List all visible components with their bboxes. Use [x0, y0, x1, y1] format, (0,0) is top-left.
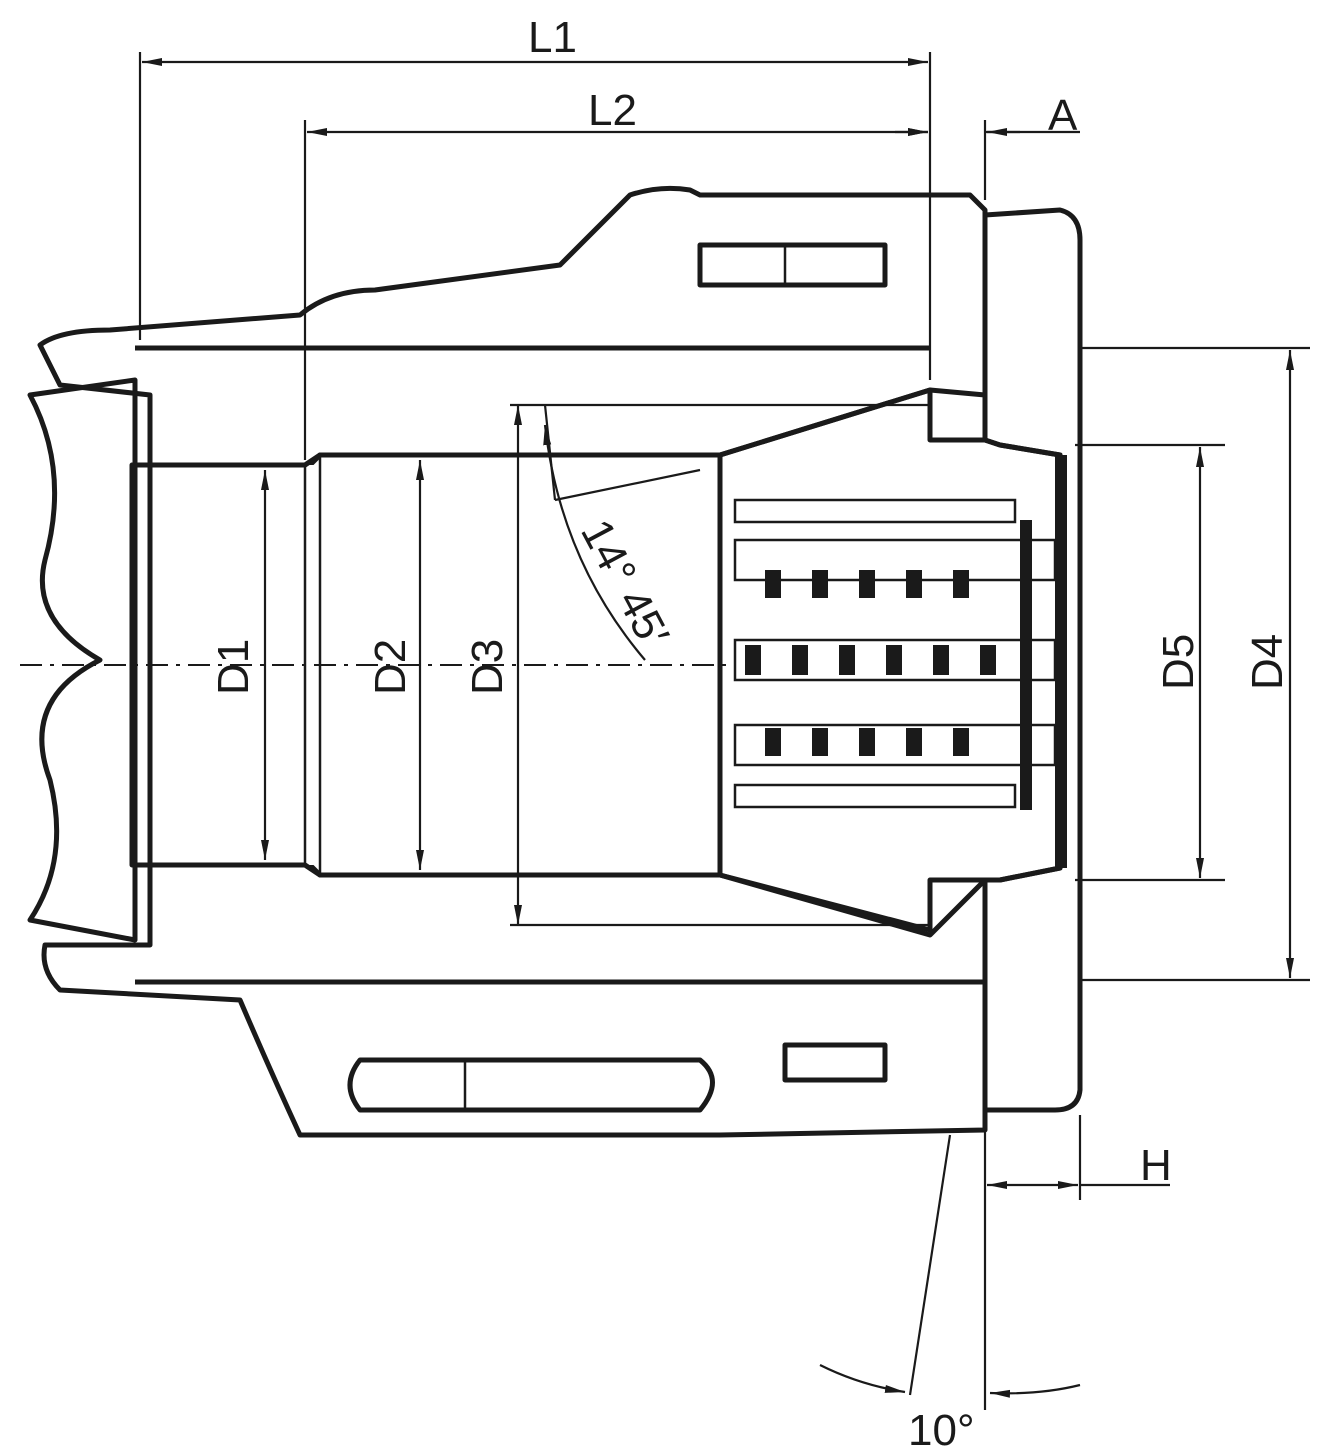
- label-d1: D1: [209, 639, 258, 695]
- body-upper: [37, 185, 988, 468]
- angle-arc-cone: [543, 424, 646, 661]
- angle-arc-face: [819, 1364, 906, 1394]
- dimensions: [138, 52, 1310, 1410]
- label-a: A: [1048, 91, 1078, 140]
- label-d2: D2: [366, 639, 415, 695]
- pin-slot-upper: [697, 242, 888, 288]
- collet-teeth: [745, 520, 1032, 810]
- label-angle-face: 10°: [908, 1406, 975, 1449]
- pin-slot-lower: [782, 1042, 888, 1083]
- body-lower: [41, 862, 988, 1138]
- label-h: H: [1140, 1141, 1172, 1190]
- label-l2: L2: [588, 86, 637, 135]
- collet-chuck-section: [20, 185, 1083, 1138]
- front-seal: [1055, 455, 1067, 868]
- label-l1: L1: [528, 13, 577, 62]
- label-d3: D3: [463, 639, 512, 695]
- label-d4: D4: [1243, 634, 1292, 690]
- label-d5: D5: [1154, 634, 1203, 690]
- spindle-wall-left: [27, 377, 138, 943]
- locking-pin: [347, 1057, 715, 1113]
